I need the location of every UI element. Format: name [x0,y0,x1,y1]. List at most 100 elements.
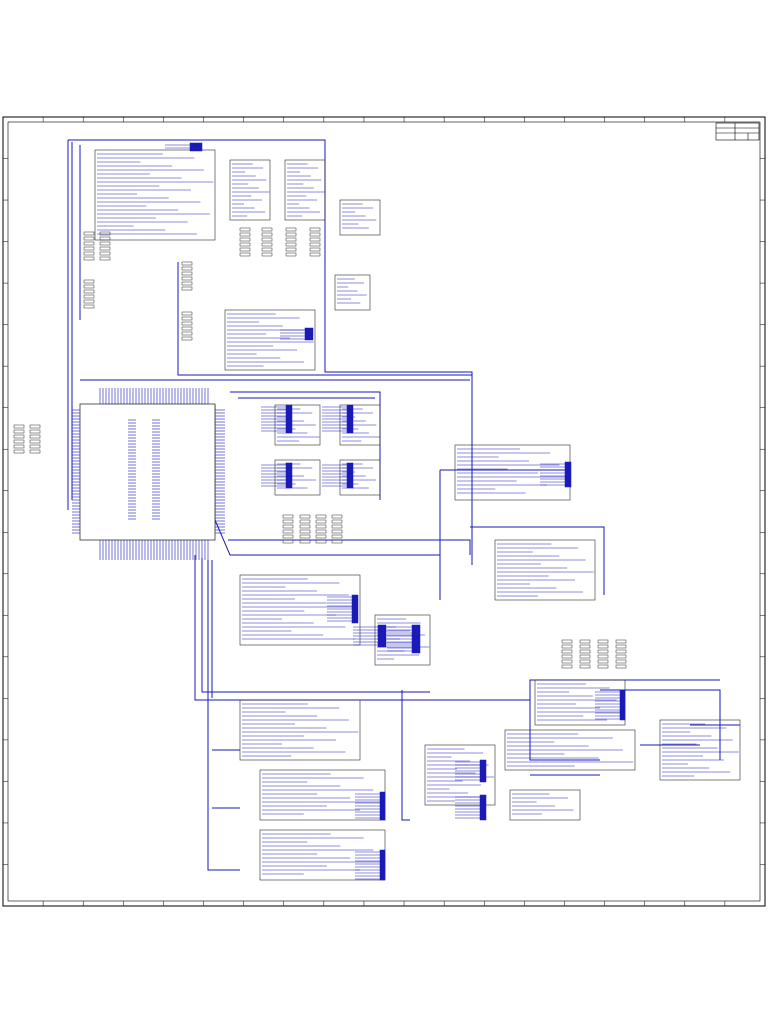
passive-component [261,242,273,247]
passive-component [579,659,591,664]
connector-header [479,759,487,783]
passive-component [331,529,343,534]
component-block [339,199,381,236]
component-block [339,459,381,496]
passive-component [99,256,111,261]
passive-component [261,252,273,257]
component-block [659,719,741,781]
passive-component [309,247,321,252]
passive-component [13,439,25,444]
sheet-border-outer [2,116,766,907]
passive-component [615,659,627,664]
passive-component [299,534,311,539]
connector-header [379,791,386,821]
passive-component [315,529,327,534]
passive-component [13,424,25,429]
passive-component [239,232,251,237]
passive-component [181,281,193,286]
passive-component [309,232,321,237]
passive-component [615,644,627,649]
passive-component [315,524,327,529]
passive-component [561,664,573,669]
passive-component [315,534,327,539]
passive-component [331,514,343,519]
passive-component [83,289,95,294]
passive-component [561,659,573,664]
component-block [239,574,361,646]
passive-component [181,276,193,281]
passive-component [29,439,41,444]
passive-component [285,247,297,252]
connector-header [346,462,354,489]
passive-component [285,252,297,257]
component-block [239,699,361,761]
passive-component [83,231,95,236]
passive-component [181,286,193,291]
connector-header [346,404,354,434]
passive-component [561,644,573,649]
passive-component [13,444,25,449]
connector-header [285,404,293,434]
main-processor-chip [72,388,225,560]
passive-component [615,649,627,654]
passive-component [181,321,193,326]
passive-component [261,247,273,252]
passive-component [181,261,193,266]
passive-component [83,279,95,284]
passive-component [282,539,294,544]
component-block [284,159,326,221]
passive-component [29,424,41,429]
passive-component [579,654,591,659]
passive-component [331,519,343,524]
passive-component [181,331,193,336]
connector-header [619,689,626,721]
passive-component [299,524,311,529]
passive-component [181,326,193,331]
passive-component [239,242,251,247]
connector-header [351,594,359,624]
passive-component [561,649,573,654]
passive-component [181,266,193,271]
component-block [494,539,596,601]
passive-component [331,539,343,544]
passive-component [83,294,95,299]
connector-header [379,849,386,881]
passive-component [83,304,95,309]
passive-component [83,284,95,289]
passive-component [579,644,591,649]
passive-component [13,434,25,439]
passive-component [315,514,327,519]
component-block [534,679,626,726]
passive-component [83,299,95,304]
passive-component [285,227,297,232]
passive-component [285,242,297,247]
passive-component [282,519,294,524]
passive-component [181,336,193,341]
component-block [94,149,216,241]
passive-component [282,529,294,534]
title-block [715,122,760,141]
passive-component [83,246,95,251]
passive-component [181,311,193,316]
passive-component [315,539,327,544]
passive-component [315,519,327,524]
passive-component [99,241,111,246]
passive-component [561,654,573,659]
passive-component [83,251,95,256]
passive-component [309,227,321,232]
passive-component [615,664,627,669]
passive-component [579,649,591,654]
passive-component [29,444,41,449]
border-zone-ticks [3,117,765,906]
passive-component [309,252,321,257]
passive-component [331,534,343,539]
connector-header [377,624,387,648]
passive-component [597,654,609,659]
passive-component [282,514,294,519]
component-block [424,744,496,806]
passive-component [282,534,294,539]
bus-wiring [67,139,740,871]
passive-component [597,649,609,654]
passive-component [597,639,609,644]
